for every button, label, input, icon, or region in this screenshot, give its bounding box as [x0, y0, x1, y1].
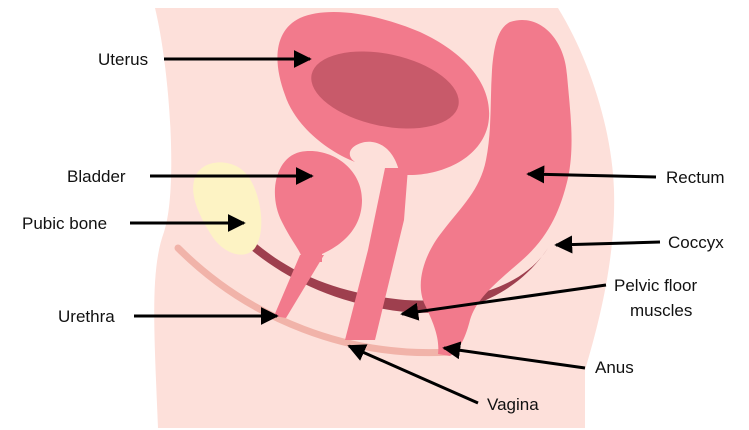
- label-bladder: Bladder: [67, 167, 126, 186]
- label-pubic-bone: Pubic bone: [22, 214, 107, 233]
- label-urethra: Urethra: [58, 307, 115, 326]
- label-pelvic-floor-line2: muscles: [630, 301, 692, 320]
- label-uterus: Uterus: [98, 50, 148, 69]
- label-vagina: Vagina: [487, 395, 539, 414]
- label-pelvic-floor-line1: Pelvic floor: [614, 276, 697, 295]
- label-coccyx: Coccyx: [668, 233, 724, 252]
- label-anus: Anus: [595, 358, 634, 377]
- label-rectum: Rectum: [666, 168, 725, 187]
